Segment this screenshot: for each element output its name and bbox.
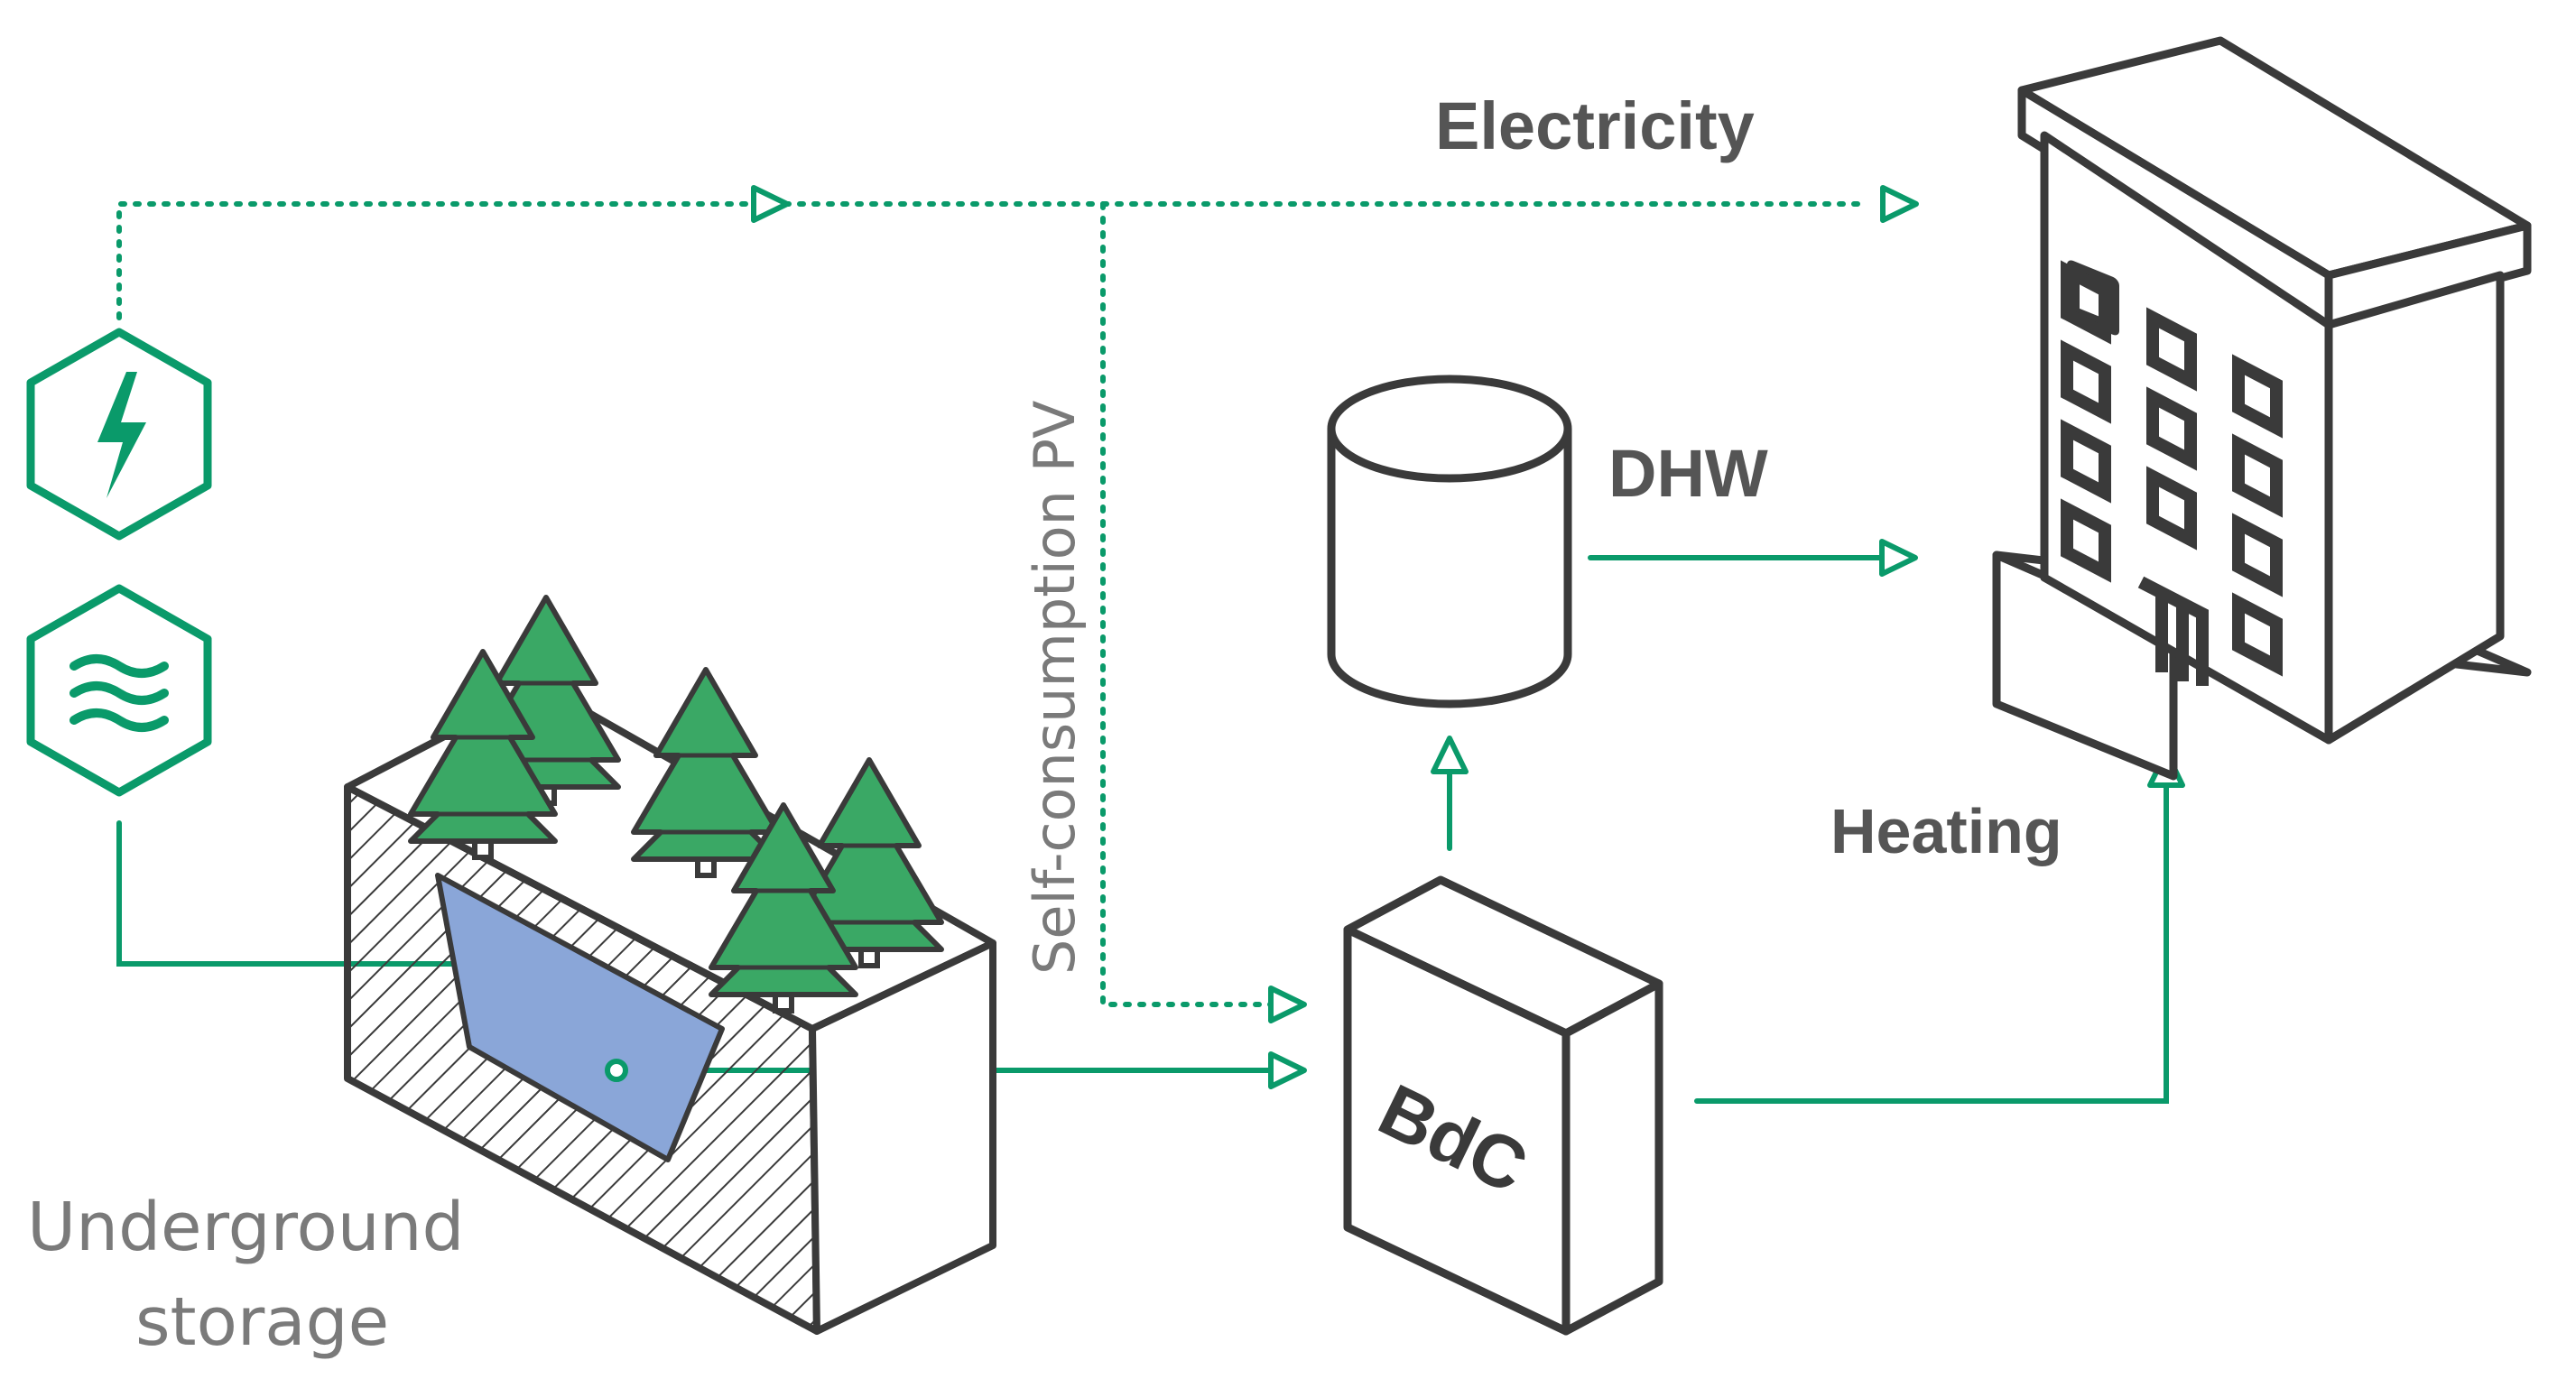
electricity-hex-icon	[26, 328, 212, 541]
heat-pump-icon	[1343, 875, 1663, 1336]
underground-label-line1: Underground	[27, 1189, 465, 1266]
underground-label-line2: storage	[135, 1283, 389, 1361]
dhw-label: DHW	[1608, 436, 1768, 511]
building-icon	[1992, 36, 2532, 781]
self-consumption-pv-label: Self-consumption PV	[1022, 401, 1088, 975]
tank-icon	[1327, 375, 1572, 708]
electricity-label: Electricity	[1435, 88, 1755, 163]
building-windows	[2061, 260, 2283, 686]
electricity-flow-lines	[116, 201, 1871, 1007]
water-hex-icon	[26, 584, 212, 797]
heating-label: Heating	[1830, 796, 2062, 866]
